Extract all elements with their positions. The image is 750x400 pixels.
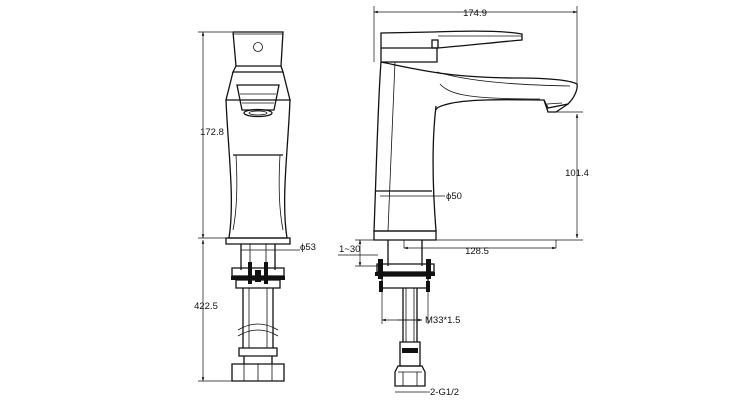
side-hose bbox=[402, 288, 418, 342]
side-spout bbox=[380, 61, 578, 111]
front-body-upper bbox=[225, 71, 291, 101]
front-body bbox=[225, 99, 291, 239]
dim-base-diameter: ϕ50 bbox=[446, 191, 462, 202]
front-hose bbox=[242, 288, 274, 348]
dim-body-height: 172.8 bbox=[200, 127, 224, 138]
side-handle-lever bbox=[380, 30, 523, 49]
front-aerator bbox=[236, 84, 280, 111]
side-shank bbox=[387, 240, 423, 266]
side-hose-connector bbox=[394, 365, 426, 387]
dim-hose-connector: 2-G1/2 bbox=[430, 387, 459, 398]
side-body bbox=[373, 61, 437, 232]
front-handle-cap bbox=[232, 31, 284, 67]
dim-shank-diameter: ϕ53 bbox=[300, 242, 316, 253]
dim-spout-height: 101.4 bbox=[565, 168, 589, 179]
side-base-plate bbox=[373, 230, 437, 241]
side-mounting-nut bbox=[376, 263, 435, 273]
front-view: 172.8 422.5 ϕ53 bbox=[194, 31, 316, 382]
dim-counter-thickness: 1~30 bbox=[339, 244, 360, 255]
front-base-plate bbox=[225, 237, 291, 245]
dim-hose-length: 422.5 bbox=[194, 301, 218, 312]
dim-overall-width: 174.9 bbox=[463, 8, 487, 19]
dim-spout-reach: 128.5 bbox=[465, 246, 489, 257]
side-view: 174.9 101.4 128.5 ϕ50 1~30 M33*1.5 2-G1/… bbox=[338, 6, 589, 398]
side-aerator bbox=[543, 99, 569, 113]
dim-thread-size: M33*1.5 bbox=[425, 315, 460, 326]
front-handle-indicator bbox=[253, 42, 263, 52]
front-hose-connector bbox=[231, 363, 285, 382]
front-shank bbox=[240, 244, 276, 270]
